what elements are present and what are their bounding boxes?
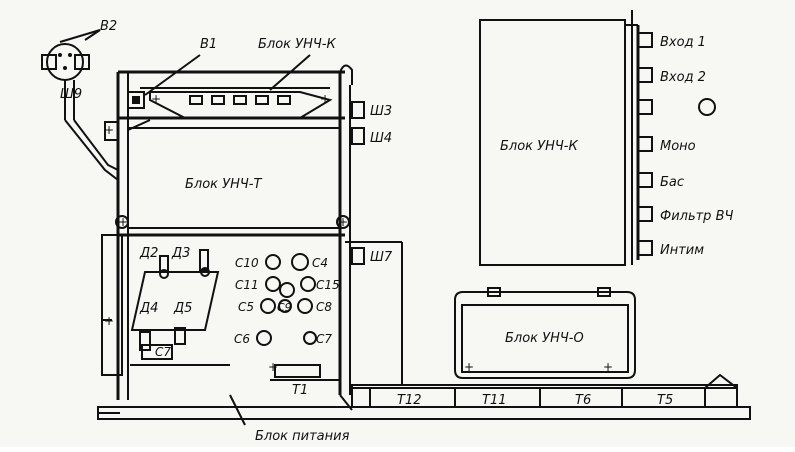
- upper-unch-k-module: [127, 54, 333, 119]
- power-supply-block: [101, 234, 403, 426]
- transistor-rail: [351, 373, 738, 408]
- label-c7-right: С7: [316, 332, 332, 346]
- plus-mark: +: [268, 360, 278, 374]
- label-c7-left: С7: [155, 345, 171, 359]
- label-t11: Т11: [482, 393, 506, 408]
- label-sh7: Ш7: [370, 250, 393, 265]
- labels-layer: В2 В1 Блок УНЧ-К Ш9 Блок УНЧ-Т Ш3 Ш4 Ш7 …: [60, 19, 733, 444]
- label-sh4: Ш4: [370, 131, 392, 146]
- label-v1: В1: [200, 37, 217, 52]
- label-d3: Д3: [171, 246, 190, 261]
- unch-o-block: [454, 287, 636, 379]
- label-vhod1: Вход 1: [660, 35, 706, 50]
- label-filtr-vch: Фильтр ВЧ: [660, 209, 733, 224]
- plus-mark: +: [104, 314, 114, 328]
- plus-mark: +: [104, 123, 114, 137]
- label-c11: С11: [235, 278, 259, 292]
- label-mono: Моно: [660, 139, 696, 154]
- unch-k-right-block: [479, 10, 716, 266]
- label-c8: С8: [316, 300, 332, 314]
- label-t5: Т5: [657, 393, 673, 408]
- label-d5: Д5: [173, 301, 192, 316]
- label-c9: С9: [277, 301, 292, 314]
- label-c4: С4: [312, 256, 328, 270]
- plus-mark: +: [603, 360, 613, 374]
- label-sh3: Ш3: [370, 104, 392, 119]
- plus-mark: +: [151, 92, 161, 106]
- sh3-sh4-connectors: [351, 101, 365, 145]
- label-power-block: Блок питания: [255, 429, 350, 444]
- base-plate: [97, 406, 751, 420]
- label-unch-t: Блок УНЧ-Т: [185, 177, 262, 192]
- plus-mark: +: [118, 215, 128, 229]
- label-d2: Д2: [139, 246, 158, 261]
- plus-mark: +: [320, 92, 330, 106]
- label-t6: Т6: [575, 393, 591, 408]
- label-t12: Т12: [397, 393, 421, 408]
- v2-connector: [41, 29, 151, 181]
- label-t1: Т1: [292, 383, 308, 398]
- label-unch-o: Блок УНЧ-О: [505, 331, 584, 346]
- label-d4: Д4: [139, 301, 158, 316]
- plus-mark: +: [464, 360, 474, 374]
- label-sh9: Ш9: [60, 87, 82, 102]
- label-unch-k-right: Блок УНЧ-К: [500, 139, 578, 154]
- label-c10: С10: [235, 256, 259, 270]
- label-v2: В2: [100, 19, 117, 34]
- label-bas: Бас: [660, 175, 684, 190]
- label-intim: Интим: [660, 243, 704, 258]
- label-vhod2: Вход 2: [660, 70, 706, 85]
- plus-mark: +: [338, 215, 348, 229]
- plus-marks: + + + + + + + + +: [104, 92, 613, 374]
- label-c5: С5: [238, 300, 254, 314]
- label-c6: С6: [234, 332, 250, 346]
- label-unch-k-top: Блок УНЧ-К: [258, 37, 336, 52]
- label-c15: С15: [316, 278, 340, 292]
